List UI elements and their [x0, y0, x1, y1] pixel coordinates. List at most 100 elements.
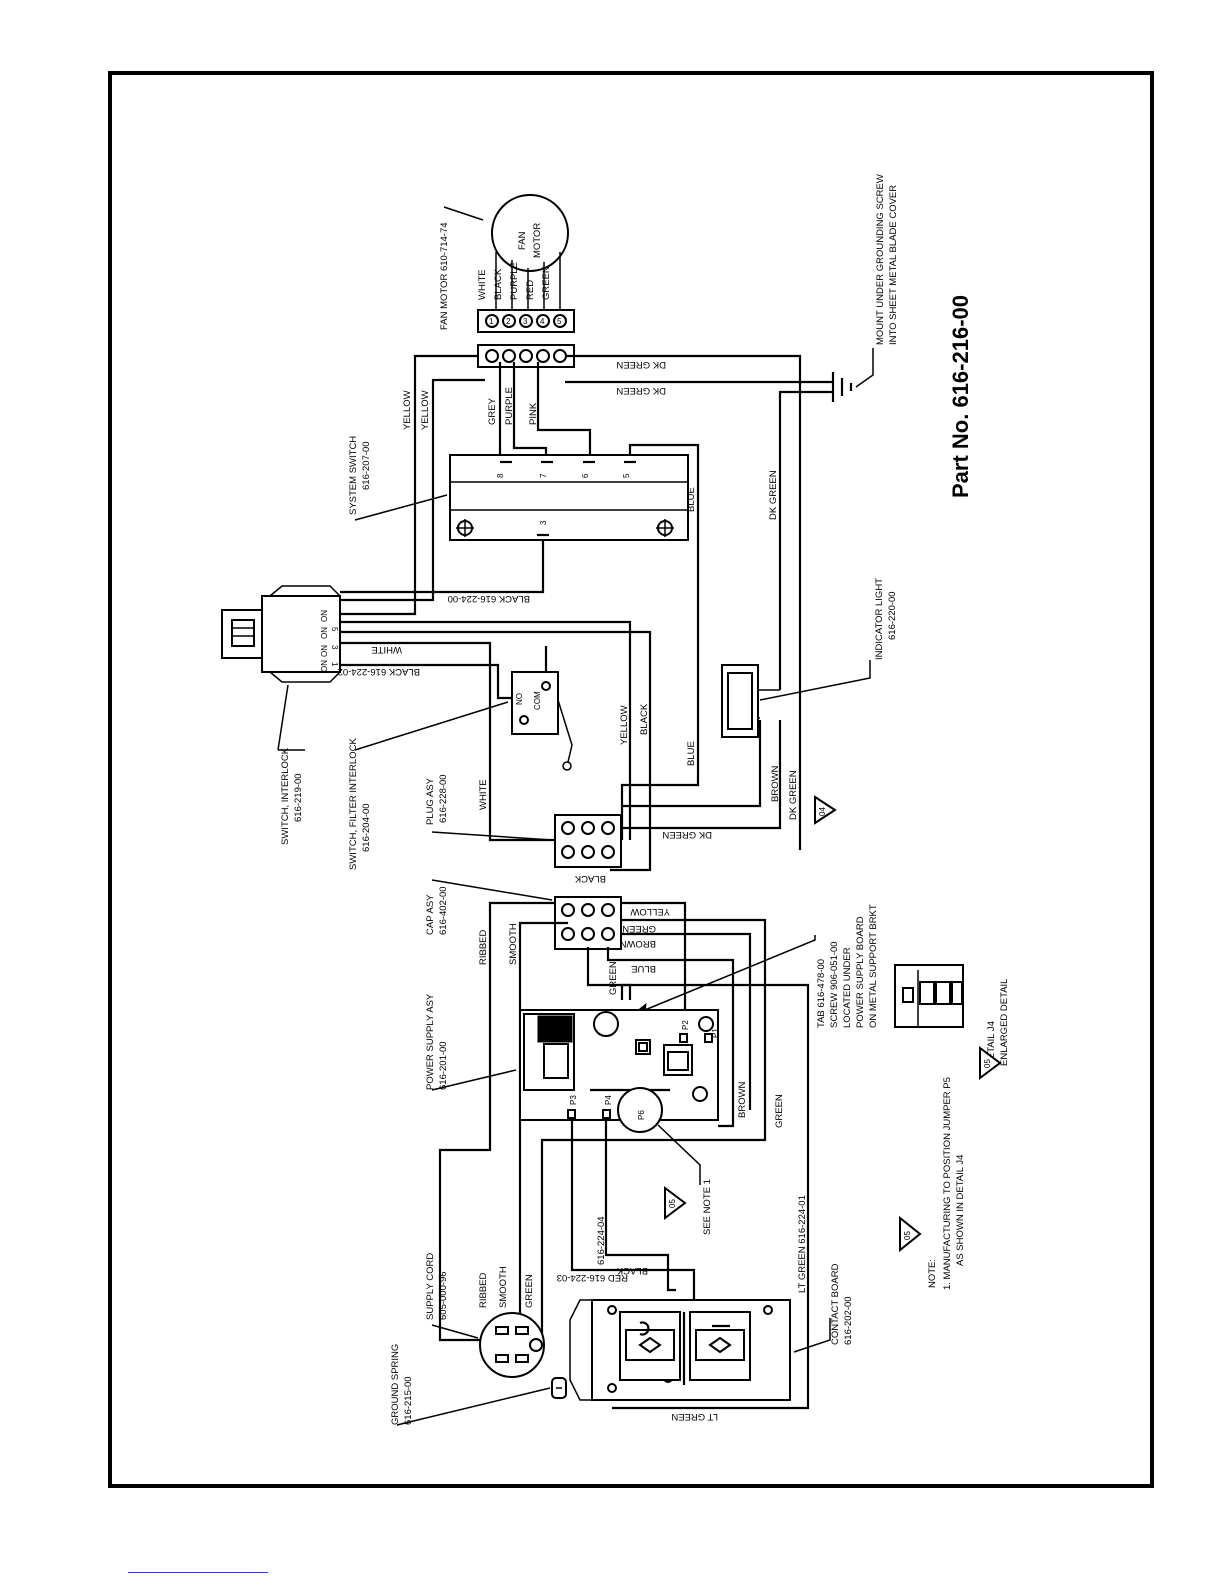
svg-text:COM: COM [533, 691, 542, 710]
svg-text:GREEN: GREEN [774, 1094, 785, 1128]
svg-text:3: 3 [523, 317, 528, 326]
svg-text:YELLOW: YELLOW [619, 705, 630, 745]
wire-label-lt-green-224-01: LT GREEN 616-224-01 [797, 1195, 808, 1293]
indicator-light-label-1: INDICATOR LIGHT [874, 578, 885, 660]
wire-dk-green-1 [565, 354, 802, 850]
wire-dk-green-plug [621, 720, 782, 830]
motor-lead-green: GREEN [541, 266, 552, 300]
svg-text:NO: NO [319, 610, 328, 622]
svg-text:NO: NO [319, 627, 328, 639]
wire-dk-green-3 [778, 390, 833, 690]
svg-text:5: 5 [330, 627, 339, 632]
grounding-note-line1: MOUNT UNDER GROUNDING SCREW [875, 174, 886, 345]
switch-interlock-leader [277, 684, 289, 751]
svg-text:BLACK: BLACK [574, 873, 606, 884]
wire-lt-green [612, 983, 810, 1410]
plug-assembly [554, 814, 622, 868]
part-number: Part No. 616-216-00 [948, 295, 973, 498]
motor-lead-purple: PURPLE [509, 262, 520, 300]
svg-text:YELLOW: YELLOW [630, 906, 670, 917]
supply-cord-label-1: SUPPLY CORD [425, 1253, 436, 1320]
filter-interlock-switch: NO COM [511, 646, 573, 771]
wire-label-dk-green-2: DK GREEN [616, 385, 666, 396]
note-line-1: 1. MANUFACTURING TO POSITION JUMPER P5 [942, 1077, 953, 1290]
contact-board [569, 1299, 791, 1401]
svg-text:BLACK: BLACK [616, 1265, 648, 1276]
wire-black-224-00 [340, 540, 545, 594]
power-supply-label-2: 616-201-00 [438, 1041, 449, 1090]
wire-ribbed [438, 901, 555, 1342]
svg-text:GREEN: GREEN [524, 1274, 535, 1308]
wire-label-blue: BLUE [686, 487, 697, 512]
plug-asy-label-1: PLUG ASY [425, 777, 436, 825]
ground-note-leader [855, 348, 874, 388]
see-note-leader [657, 1124, 701, 1185]
svg-text:SMOOTH: SMOOTH [498, 1266, 509, 1308]
contact-board-label-1: CONTACT BOARD [830, 1263, 841, 1345]
ground-spring-label-1: GROUND SPRING [390, 1344, 401, 1425]
svg-text:FAN: FAN [517, 231, 528, 250]
wire-label-black-224-00: BLACK 616-224-00 [448, 593, 530, 604]
fan-motor: FAN MOTOR [491, 194, 569, 272]
power-supply-board: P6 P1 P2 P3 P4 [519, 1009, 720, 1133]
note-title: NOTE: [927, 1259, 938, 1288]
svg-text:2: 2 [506, 317, 511, 326]
drawing-frame [108, 71, 1154, 1488]
see-note-1: SEE NOTE 1 [702, 1179, 713, 1235]
revision-mark-05-note: 05 [899, 1215, 922, 1253]
svg-text:5: 5 [557, 317, 562, 326]
svg-text:P6: P6 [637, 1110, 646, 1120]
wire-blue-cap [606, 947, 735, 1035]
svg-text:NO: NO [319, 660, 328, 672]
svg-text:BLUE: BLUE [686, 741, 697, 766]
filter-interlock-leader [354, 701, 509, 751]
wire-smooth [503, 921, 568, 1332]
svg-text:P2: P2 [681, 1020, 690, 1030]
tab-leader [639, 935, 816, 1013]
svg-text:GREEN: GREEN [622, 923, 656, 934]
filter-interlock-label-1: SWITCH, FILTER INTERLOCK [348, 738, 359, 870]
svg-text:8: 8 [496, 473, 505, 478]
svg-text:BLUE: BLUE [631, 963, 656, 974]
wire-blue [620, 443, 700, 840]
wire-label-red-224-03: RED 616-224-03 [557, 1272, 628, 1283]
switch-interlock: NO NO NO NO 1 3 5 [221, 585, 341, 683]
tab-label-4: POWER SUPPLY BOARD [855, 916, 866, 1028]
cap-assembly [554, 896, 622, 950]
motor-leads [495, 252, 561, 310]
svg-text:05: 05 [983, 1059, 992, 1068]
svg-text:4: 4 [540, 317, 545, 326]
footer-link-underline[interactable] [128, 1572, 268, 1573]
fan-motor-callout: FAN MOTOR 610-714-74 [439, 222, 450, 330]
tab-label-2: SCREW 906-051-00 [829, 941, 840, 1028]
revision-mark-04: 04 [814, 795, 837, 825]
detail-j4 [894, 964, 964, 1028]
wire-yellow-1 [340, 354, 478, 616]
svg-text:PURPLE: PURPLE [504, 387, 515, 425]
tab-label-3: LOCATED UNDER [842, 947, 853, 1028]
svg-text:6: 6 [581, 473, 590, 478]
revision-mark-05-detail: 05 [979, 1046, 1002, 1080]
detail-label-2: ENLARGED DETAIL [999, 979, 1010, 1066]
motor-lead-black: BLACK [493, 268, 504, 300]
svg-text:05: 05 [903, 1231, 912, 1240]
contact-board-leader [793, 1318, 831, 1353]
system-switch: 8 7 6 5 3 [449, 454, 689, 541]
wire-label-dk-green-1: DK GREEN [616, 359, 666, 370]
motor-connector-block [477, 344, 575, 368]
svg-text:BROWN: BROWN [737, 1081, 748, 1118]
svg-text:3: 3 [539, 520, 548, 525]
motor-terminal-block: 1 2 3 4 5 [477, 309, 575, 333]
wire-black-224-04 [604, 1118, 676, 1292]
fan-motor-leader [443, 206, 484, 221]
ground-spring [551, 1377, 567, 1399]
power-supply-label-1: POWER SUPPLY ASY [425, 993, 436, 1090]
svg-text:DK GREEN: DK GREEN [788, 770, 799, 820]
wire-green-ps [540, 1020, 767, 1350]
svg-text:P3: P3 [569, 1095, 578, 1105]
cap-asy-leader [431, 879, 553, 901]
svg-text:1: 1 [489, 317, 494, 326]
wire-green-cap-2 [586, 947, 632, 1000]
svg-text:LT GREEN: LT GREEN [671, 1411, 718, 1422]
